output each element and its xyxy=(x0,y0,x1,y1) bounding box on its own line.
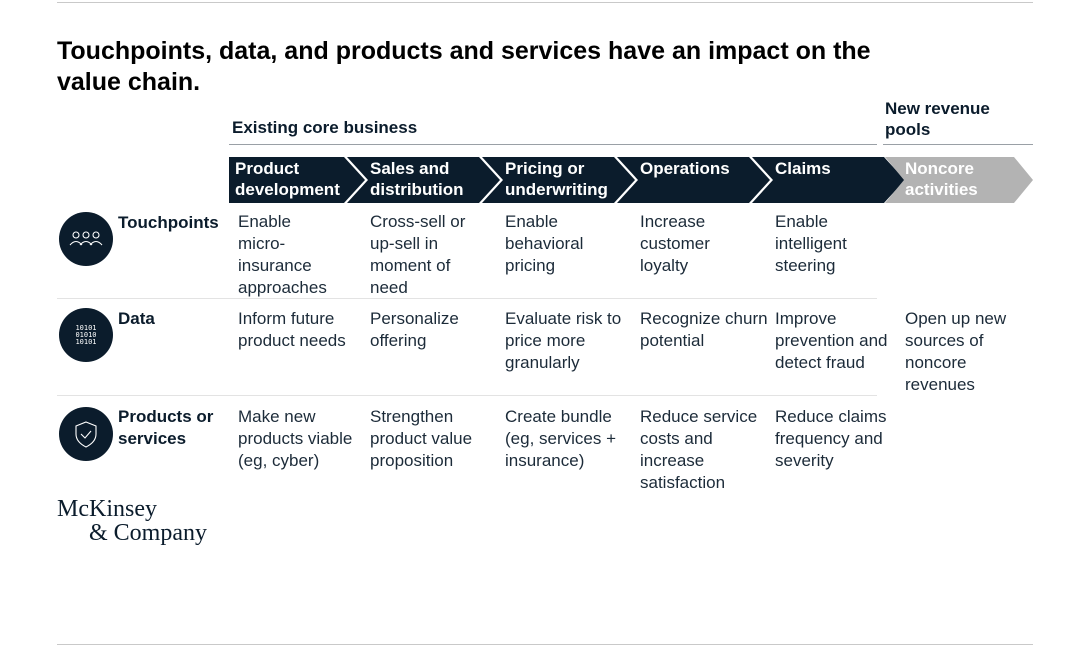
cell-data-operations: Recognize churn potential xyxy=(640,309,768,350)
chevron-claims xyxy=(752,157,905,203)
top-rule xyxy=(57,2,1033,3)
svg-text:10101: 10101 xyxy=(75,338,96,346)
cell-touchpoints-pricing-underwriting: Enable behavioral pricing xyxy=(505,212,584,275)
cell-touchpoints-claims: Enable intelligent steering xyxy=(775,212,847,275)
new-revenue-label: New revenue pools xyxy=(885,99,990,139)
logo-line-1: McKinsey xyxy=(57,496,157,522)
cell-products-sales-distribution: Strengthen product value proposition xyxy=(370,407,473,470)
row-label-touchpoints: Touchpoints xyxy=(118,213,219,232)
stage-label-pricing-underwriting: Pricing or underwriting xyxy=(505,159,608,199)
cell-data-product-development: Inform future product needs xyxy=(238,309,346,350)
cell-data-pricing-underwriting: Evaluate risk to price more granularly xyxy=(505,309,622,372)
logo-line-2: & Company xyxy=(89,520,207,546)
chevron-pricing-underwriting xyxy=(482,157,635,203)
cell-touchpoints-operations: Increase customer loyalty xyxy=(640,212,710,275)
cell-data-claims: Improve prevention and detect fraud xyxy=(775,309,888,372)
value-chain-chevrons xyxy=(229,157,1033,203)
core-business-label: Existing core business xyxy=(232,118,418,137)
chevron-noncore-activities xyxy=(885,157,1033,203)
chevron-sales-distribution xyxy=(347,157,500,203)
stage-label-product-development: Product development xyxy=(235,159,340,199)
svg-text:01010: 01010 xyxy=(75,331,96,339)
stage-label-sales-distribution: Sales and distribution xyxy=(370,159,464,199)
cell-touchpoints-sales-distribution: Cross-sell or up-sell in moment of need xyxy=(370,212,466,297)
row-label-data: Data xyxy=(118,309,155,328)
cell-noncore-activities: Open up new sources of noncore revenues xyxy=(905,309,1007,394)
row-separator xyxy=(57,298,877,299)
cell-touchpoints-product-development: Enable micro-insurance approaches xyxy=(238,212,327,297)
new-revenue-rule xyxy=(883,144,1033,145)
cell-products-product-development: Make new products viable (eg, cyber) xyxy=(238,407,353,470)
svg-text:10101: 10101 xyxy=(75,324,96,332)
mckinsey-logo: McKinsey & Company xyxy=(57,497,207,545)
stage-label-noncore-activities: Noncore activities xyxy=(905,159,978,199)
binary-data-icon: 10101 01010 10101 xyxy=(59,308,113,362)
shield-check-icon xyxy=(59,407,113,461)
cell-products-claims: Reduce claims frequency and severity xyxy=(775,407,887,470)
cell-products-operations: Reduce service costs and increase satisf… xyxy=(640,407,758,492)
core-business-rule xyxy=(229,144,877,145)
chevron-product-development xyxy=(229,157,365,203)
row-label-products-services: Products or services xyxy=(118,407,214,448)
cell-data-sales-distribution: Personalize offering xyxy=(370,309,459,350)
stage-label-claims: Claims xyxy=(775,159,831,178)
cell-products-pricing-underwriting: Create bundle (eg, services + insurance) xyxy=(505,407,617,470)
stage-label-operations: Operations xyxy=(640,159,730,178)
people-icon xyxy=(59,212,113,266)
chevron-operations xyxy=(617,157,770,203)
row-separator xyxy=(57,395,877,396)
bottom-rule xyxy=(57,644,1033,645)
exhibit-title: Touchpoints, data, and products and serv… xyxy=(57,37,871,96)
